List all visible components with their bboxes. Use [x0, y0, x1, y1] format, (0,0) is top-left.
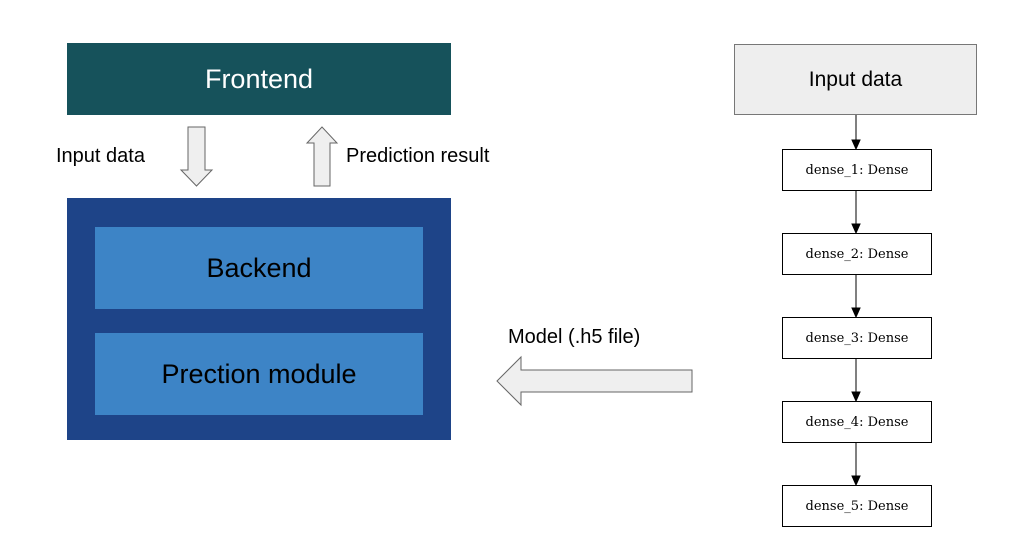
layer-node-dense-4: dense_4: Dense — [782, 401, 932, 443]
backend-box: Backend — [95, 227, 423, 309]
layer-node-dense-2: dense_2: Dense — [782, 233, 932, 275]
graph-input-node: Input data — [734, 44, 977, 115]
input-data-label: Input data — [56, 145, 145, 167]
model-left-arrow — [496, 355, 693, 407]
layer-node-dense-3: dense_3: Dense — [782, 317, 932, 359]
prediction-module-box: Prection module — [95, 333, 423, 415]
input-down-arrow — [179, 126, 214, 187]
layer-node-dense-5: dense_5: Dense — [782, 485, 932, 527]
result-up-arrow — [305, 126, 339, 187]
model-file-label: Model (.h5 file) — [508, 326, 641, 348]
prediction-result-label: Prediction result — [346, 145, 490, 167]
layer-node-dense-1: dense_1: Dense — [782, 149, 932, 191]
frontend-box: Frontend — [67, 43, 451, 115]
